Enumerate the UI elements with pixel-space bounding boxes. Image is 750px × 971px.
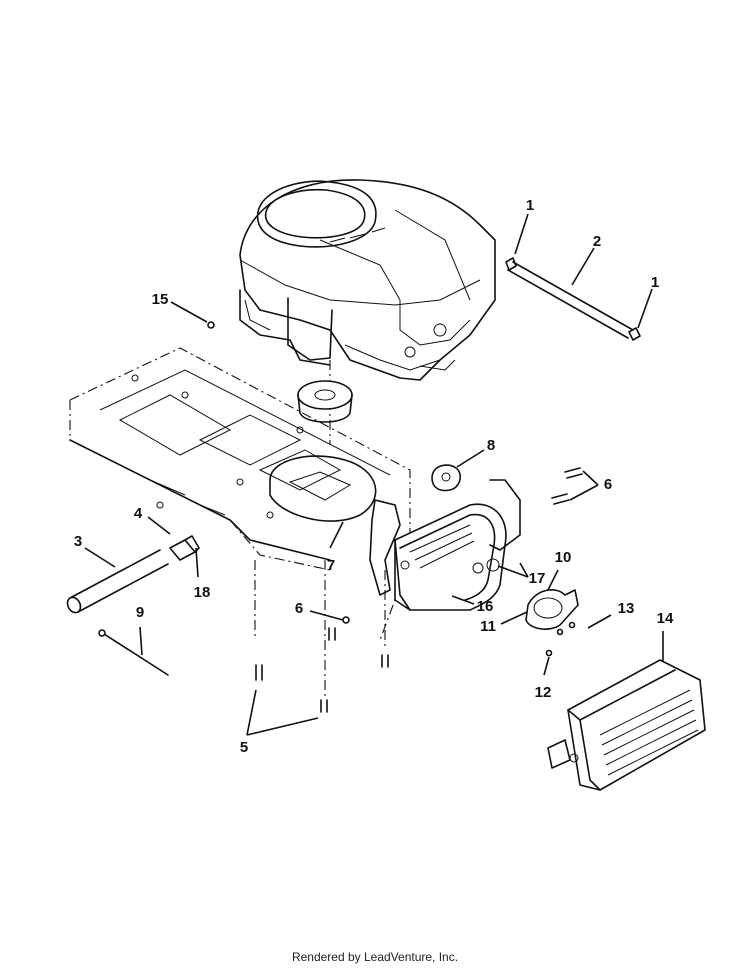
muffler-heat-shield: [547, 659, 706, 791]
cable-tie: [98, 629, 169, 676]
bolts-5: [255, 664, 328, 713]
bolts-6-upper: [551, 467, 583, 505]
callout-11: 11: [480, 618, 496, 635]
callout-1: 1: [651, 274, 659, 291]
callout-12: 12: [535, 684, 552, 701]
callout-18: 18: [194, 584, 211, 601]
engine-assembly: [239, 179, 496, 445]
callout-9: 9: [136, 604, 144, 621]
callout-14: 14: [657, 610, 674, 627]
callout-7: 7: [327, 557, 335, 574]
chassis-frame: [69, 347, 411, 700]
callout-6: 6: [604, 476, 612, 493]
callout-2: 2: [593, 233, 601, 250]
drain-hose: [66, 549, 169, 614]
callout-3: 3: [74, 533, 82, 550]
screw-15: [207, 321, 215, 329]
callout-5: 5: [240, 739, 248, 756]
oil-drain-tube: [505, 257, 641, 341]
callout-17: 17: [529, 570, 546, 587]
render-credit: Rendered by LeadVenture, Inc.: [291, 950, 459, 964]
callout-15: 15: [152, 291, 169, 308]
leader-lines: [84, 213, 664, 736]
spark-arrestor: [525, 589, 579, 657]
muffler-assembly: [369, 479, 521, 611]
callout-10: 10: [555, 549, 572, 566]
callout-4: 4: [134, 505, 143, 522]
bolts-6-lower: [328, 616, 389, 668]
callout-13: 13: [618, 600, 635, 617]
callout-8: 8: [487, 437, 495, 454]
callout-16: 16: [477, 598, 494, 615]
callout-6: 6: [295, 600, 303, 617]
callouts: 1 2 1 15 8 6 4 3 18 7 17 10 9 6 16 13 11…: [74, 197, 674, 756]
oil-drain-fitting: [169, 535, 200, 561]
callout-1: 1: [526, 197, 534, 214]
exhaust-gasket: [431, 464, 462, 492]
engine-pulley: [297, 380, 353, 423]
